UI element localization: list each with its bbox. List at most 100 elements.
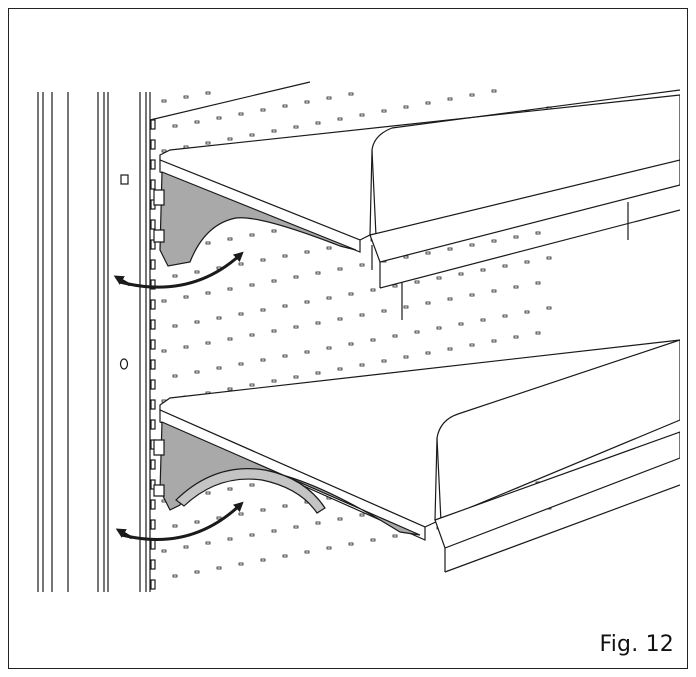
panel-hole xyxy=(535,231,541,235)
post-slot xyxy=(150,139,156,150)
panel-hole xyxy=(216,316,222,320)
panel-hole xyxy=(348,292,354,296)
panel-hole xyxy=(524,310,530,314)
panel-hole xyxy=(205,541,211,545)
panel-hole xyxy=(304,250,310,254)
panel-hole xyxy=(227,537,233,541)
panel-hole xyxy=(238,512,244,516)
panel-hole xyxy=(293,375,299,379)
panel-hole xyxy=(359,513,365,517)
panel-hole xyxy=(282,554,288,558)
panel-hole xyxy=(238,112,244,116)
panel-hole xyxy=(414,280,420,284)
panel-hole xyxy=(183,95,189,99)
panel-hole xyxy=(183,295,189,299)
panel-hole xyxy=(205,241,211,245)
panel-hole xyxy=(205,291,211,295)
panel-hole xyxy=(425,301,431,305)
panel-hole xyxy=(249,333,255,337)
panel-hole xyxy=(502,264,508,268)
panel-hole xyxy=(282,504,288,508)
lower-bracket xyxy=(153,421,421,536)
panel-hole xyxy=(271,379,277,383)
panel-hole xyxy=(238,312,244,316)
panel-hole xyxy=(370,288,376,292)
panel-hole xyxy=(227,387,233,391)
panel-hole xyxy=(260,358,266,362)
post-slot xyxy=(150,219,156,230)
panel-hole xyxy=(271,529,277,533)
panel-hole xyxy=(260,558,266,562)
panel-hole xyxy=(359,263,365,267)
panel-hole xyxy=(161,349,167,353)
panel-hole xyxy=(535,281,541,285)
panel-hole xyxy=(161,549,167,553)
panel-hole xyxy=(183,545,189,549)
panel-hole xyxy=(458,272,464,276)
panel-hole xyxy=(194,370,200,374)
panel-hole xyxy=(216,366,222,370)
panel-hole xyxy=(535,331,541,335)
panel-hole xyxy=(238,262,244,266)
panel-hole xyxy=(249,483,255,487)
post-slot xyxy=(150,379,156,390)
panel-hole xyxy=(293,325,299,329)
panel-hole xyxy=(315,521,321,525)
panel-hole xyxy=(216,516,222,520)
lower-rotation-arrow xyxy=(115,501,244,541)
panel-hole xyxy=(238,362,244,366)
panel-hole xyxy=(425,251,431,255)
panel-hole xyxy=(293,125,299,129)
panel-hole xyxy=(381,109,387,113)
panel-hole xyxy=(249,383,255,387)
panel-hole xyxy=(491,89,497,93)
post-slot xyxy=(150,339,156,350)
panel-hole xyxy=(337,317,343,321)
panel-hole xyxy=(403,305,409,309)
panel-hole xyxy=(172,274,178,278)
panel-hole xyxy=(194,570,200,574)
panel-hole xyxy=(238,562,244,566)
panel-hole xyxy=(513,285,519,289)
panel-hole xyxy=(293,525,299,529)
post-slot xyxy=(150,239,156,250)
panel-hole xyxy=(172,524,178,528)
panel-hole xyxy=(491,339,497,343)
panel-hole xyxy=(469,293,475,297)
panel-hole xyxy=(249,533,255,537)
panel-hole xyxy=(227,287,233,291)
panel-hole xyxy=(337,367,343,371)
panel-hole xyxy=(216,566,222,570)
post-slot xyxy=(150,399,156,410)
panel-hole xyxy=(315,271,321,275)
panel-hole xyxy=(260,508,266,512)
panel-hole xyxy=(447,297,453,301)
panel-hole xyxy=(205,91,211,95)
panel-hole xyxy=(359,113,365,117)
panel-hole xyxy=(348,342,354,346)
panel-hole xyxy=(161,149,167,153)
panel-hole xyxy=(216,116,222,120)
panel-hole xyxy=(491,289,497,293)
panel-hole xyxy=(425,101,431,105)
panel-hole xyxy=(480,268,486,272)
panel-hole xyxy=(315,371,321,375)
panel-hole xyxy=(227,237,233,241)
panel-hole xyxy=(205,341,211,345)
panel-hole xyxy=(480,318,486,322)
panel-hole xyxy=(304,550,310,554)
panel-hole xyxy=(326,246,332,250)
panel-hole xyxy=(513,335,519,339)
panel-hole xyxy=(172,124,178,128)
upper-shelf xyxy=(159,89,680,320)
panel-hole xyxy=(381,359,387,363)
post-slot xyxy=(150,459,156,470)
panel-hole xyxy=(359,363,365,367)
panel-hole xyxy=(282,254,288,258)
panel-hole xyxy=(491,239,497,243)
panel-hole xyxy=(249,233,255,237)
panel-hole xyxy=(326,96,332,100)
panel-hole xyxy=(194,520,200,524)
panel-hole xyxy=(414,330,420,334)
